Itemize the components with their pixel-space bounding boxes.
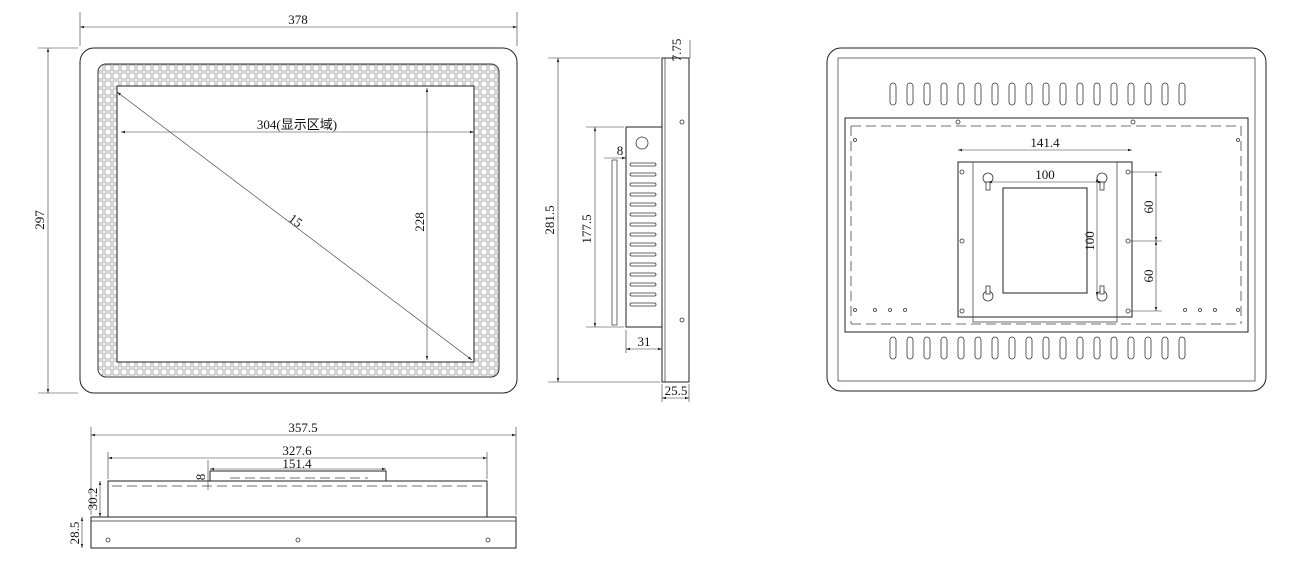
bottom-inner-width-label: 327.6: [282, 443, 312, 458]
back-plate: [844, 117, 1249, 333]
vesa-horizontal-label: 100: [1035, 167, 1055, 182]
side-bracket-height-label: 177.5: [579, 214, 594, 243]
side-height-label: 281.5: [542, 205, 557, 234]
bottom-view: 357.5 327.6 151.4 8 30.2 28.5: [67, 420, 517, 549]
side-vents: [629, 162, 657, 307]
back-bottom-vents: [889, 336, 1186, 360]
back-view: 141.4 100 100 60 60: [826, 47, 1267, 392]
bottom-bezel: [90, 516, 517, 549]
front-frame: [79, 47, 518, 394]
display-width-label: 304(显示区域): [257, 117, 337, 132]
display-height-label: 228: [412, 212, 427, 232]
side-top-offset-label: 7.75: [669, 39, 684, 62]
bottom-bracket-width-label: 151.4: [282, 456, 312, 471]
spacing-upper-label: 60: [1141, 201, 1156, 214]
bottom-bracket-depth-label: 8: [193, 474, 208, 481]
bottom-bezel-depth-label: 28.5: [67, 522, 82, 545]
back-top-vents: [889, 82, 1186, 106]
spacing-lower-label: 60: [1141, 270, 1156, 283]
side-bracket-offset-label: 8: [617, 143, 624, 158]
bottom-outer-width-label: 357.5: [288, 420, 317, 435]
side-view: 281.5 177.5 8 7.75 31 25.5: [542, 39, 691, 402]
side-panel-body: [661, 57, 690, 383]
front-height-label: 297: [32, 210, 47, 230]
back-frame: [826, 47, 1267, 392]
vesa-vertical-label: 100: [1082, 231, 1097, 251]
back-plate-width-label: 141.4: [1030, 135, 1060, 150]
side-depth-label: 25.5: [665, 383, 688, 398]
side-bracket: [625, 126, 663, 328]
front-view: 378 297 304(显示区域) 228 15: [32, 12, 518, 394]
bottom-body-depth-label: 30.2: [85, 488, 100, 511]
vesa-window: [1002, 187, 1088, 294]
side-bracket-depth-label: 31: [638, 334, 651, 349]
bottom-bracket: [209, 470, 387, 482]
front-width-label: 378: [288, 12, 308, 27]
